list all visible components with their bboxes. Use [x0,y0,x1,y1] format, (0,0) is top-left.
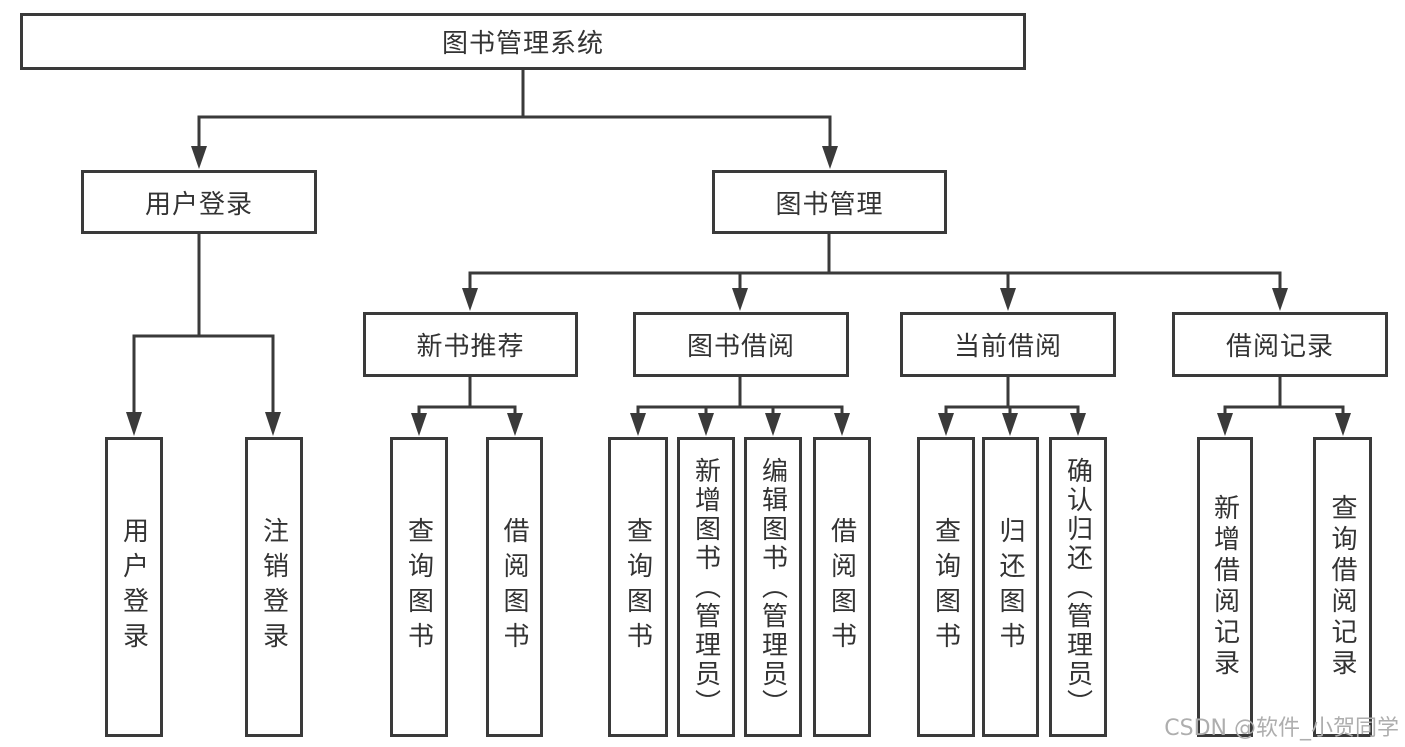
leaf-query-books-borrowing: 查询图书 [608,437,668,737]
leaf-query-books-recommend: 查询图书 [390,437,448,737]
node-current-borrowing: 当前借阅 [900,312,1116,377]
leaf-confirm-return-admin: 确认归还（管理员） [1049,437,1107,737]
leaf-user-login: 用户登录 [105,437,163,737]
leaf-logout-login: 注销登录 [245,437,303,737]
node-user-login: 用户登录 [81,170,317,234]
leaf-query-borrow-record: 查询借阅记录 [1313,437,1372,737]
csdn-watermark: CSDN @软件_小贺同学 [1164,716,1399,741]
leaf-add-borrow-record: 新增借阅记录 [1197,437,1253,737]
node-book-management: 图书管理 [712,170,947,234]
node-new-book-recommend: 新书推荐 [363,312,578,377]
leaf-borrow-books-recommend: 借阅图书 [486,437,543,737]
leaf-query-books-current: 查询图书 [917,437,975,737]
leaf-borrow-books-borrowing: 借阅图书 [813,437,871,737]
leaf-return-books: 归还图书 [982,437,1039,737]
leaf-add-books-admin: 新增图书（管理员） [677,437,735,737]
node-borrowing-records: 借阅记录 [1172,312,1388,377]
leaf-edit-books-admin: 编辑图书（管理员） [744,437,802,737]
node-root-system: 图书管理系统 [20,13,1026,70]
node-book-borrowing: 图书借阅 [633,312,849,377]
